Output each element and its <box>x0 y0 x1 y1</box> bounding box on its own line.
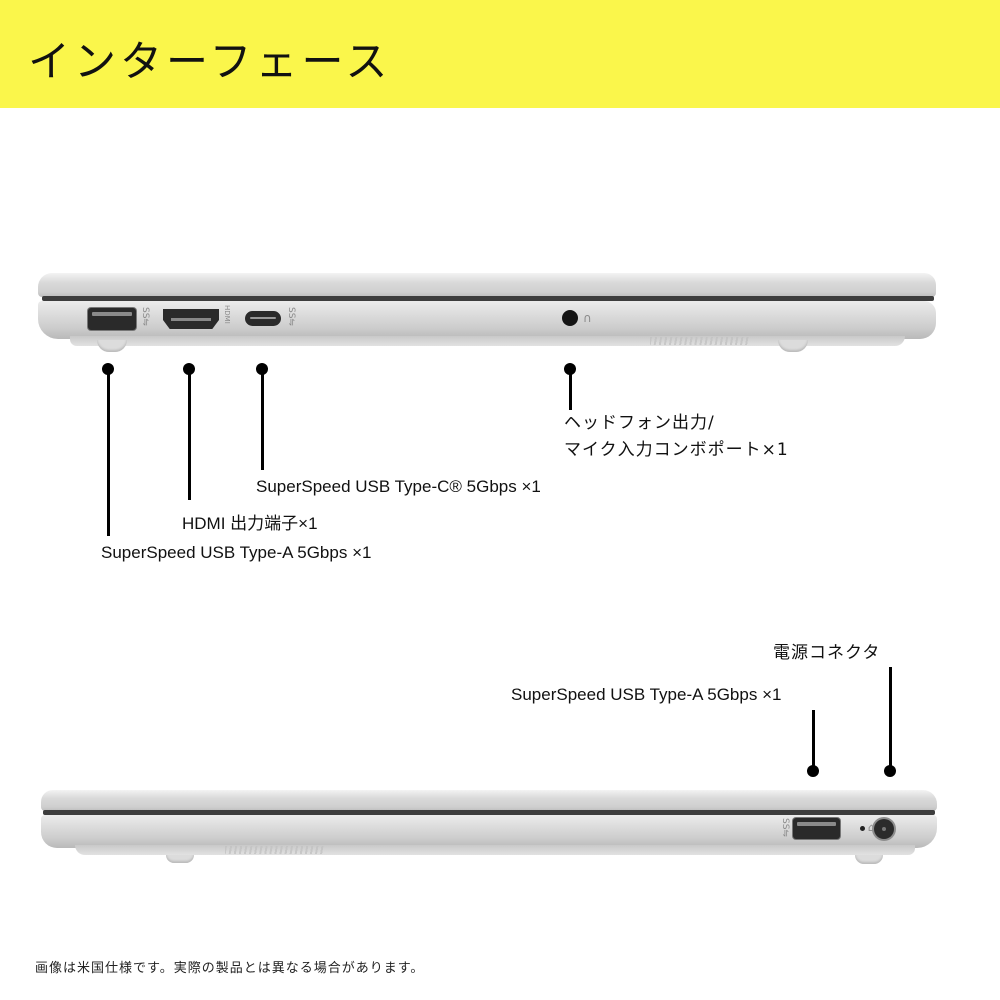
usb-a-port-icon <box>88 308 136 330</box>
callout-line <box>812 710 815 770</box>
disclaimer-footnote: 画像は米国仕様です。実際の製品とは異なる場合があります。 <box>35 961 425 976</box>
usb-c-port-icon <box>245 311 281 326</box>
page-title: インターフェース <box>28 37 392 86</box>
label-power-connector: 電源コネクタ <box>773 643 881 663</box>
lid-gap-line <box>43 810 935 815</box>
laptop-base-bottom <box>70 336 905 346</box>
vent-grille <box>225 846 325 854</box>
callout-line <box>889 667 892 770</box>
lid-gap-line <box>42 296 934 301</box>
usb-ss-icon: SS⇋ <box>780 818 790 837</box>
laptop-base-bottom <box>75 845 915 855</box>
callout-line <box>188 369 191 500</box>
rubber-foot <box>778 340 808 352</box>
rubber-foot <box>855 855 883 864</box>
power-plug-icon: ⌂ <box>868 821 875 834</box>
laptop-lid <box>41 790 937 811</box>
label-audio-line1: ヘッドフォン出力/ <box>564 413 715 433</box>
header-banner: インターフェース <box>0 0 1000 108</box>
callout-line <box>261 369 264 470</box>
callout-line <box>569 369 572 410</box>
laptop-base <box>41 815 937 848</box>
callout-line <box>107 369 110 536</box>
power-connector-icon <box>874 819 894 839</box>
hdmi-port-icon <box>163 309 219 329</box>
audio-jack-icon <box>562 310 578 326</box>
charging-led-icon <box>860 826 865 831</box>
rubber-foot <box>97 340 127 352</box>
label-usb-a-left: SuperSpeed USB Type-A 5Gbps ×1 <box>101 543 372 562</box>
label-usb-a-right: SuperSpeed USB Type-A 5Gbps ×1 <box>511 685 782 704</box>
laptop-lid <box>38 273 936 297</box>
callout-dot <box>807 765 819 777</box>
vent-grille <box>650 337 750 345</box>
label-usb-c: SuperSpeed USB Type-C® 5Gbps ×1 <box>256 477 541 496</box>
callout-dot <box>884 765 896 777</box>
usb-ss-icon: SS⇋ <box>286 307 296 326</box>
hdmi-logo-icon: HDMI <box>223 305 231 324</box>
label-hdmi: HDMI 出力端子×1 <box>182 514 318 533</box>
usb-ss-icon: SS⇋ <box>140 307 150 326</box>
label-audio-line2: マイク入力コンボポート×1 <box>564 440 789 460</box>
usb-a-port-icon <box>793 818 840 839</box>
headphone-icon: ∩ <box>583 311 592 325</box>
rubber-foot <box>166 855 194 863</box>
